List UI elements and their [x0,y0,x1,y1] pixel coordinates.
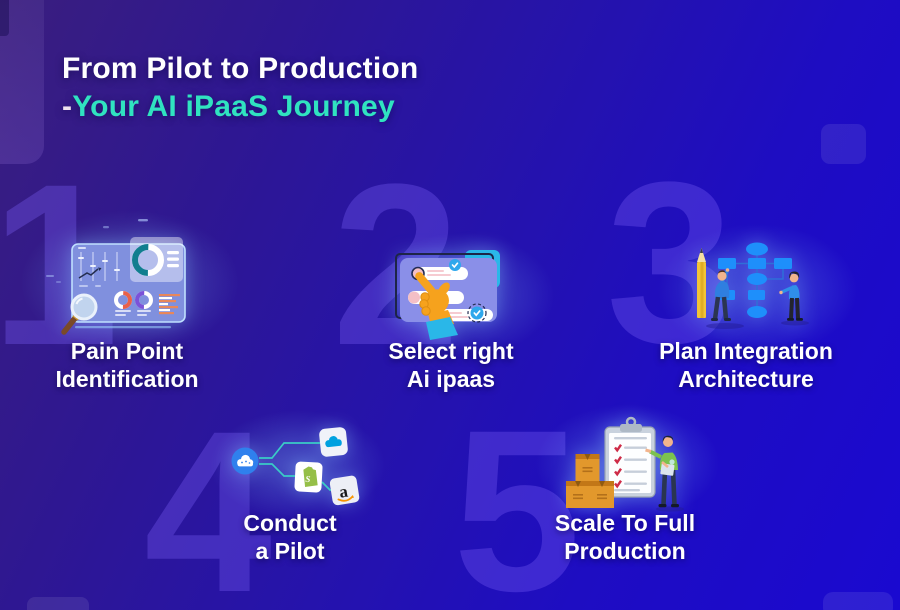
clipboard [604,416,656,498]
ground-shadow [656,506,684,512]
step-4-label-line1: Conduct [243,510,337,536]
title-dash: - [62,90,73,123]
salesforce-logo [325,436,342,448]
title-line2: -Your AI iPaaS Journey [62,88,418,126]
flowchart-diagram [718,242,792,318]
floating-dashes [46,219,148,283]
shopify-card: S [294,461,323,493]
trend-arrow [78,267,102,279]
step-5-label-line2: Production [564,538,686,564]
pointing-hand-icon [415,272,458,340]
planner-man [711,268,731,321]
step-1-label-line2: Identification [55,366,199,392]
ground-shadows [706,320,809,329]
amazon-card: a [329,475,360,506]
analytics-dashboard-magnifier-icon [46,219,186,335]
decor-rounded-rect-bottom-right [823,592,893,610]
step-2-label: Select right Ai ipaas [321,337,581,393]
donut-chart-card [130,237,183,282]
title-block: From Pilot to Production -Your AI iPaaS … [62,50,418,126]
salesforce-card [319,427,348,457]
step-2-label-line2: Ai ipaas [406,366,496,392]
flowchart-planning-people-icon [697,242,809,329]
axis-dashes [79,285,101,287]
pencil-icon [697,248,706,318]
step-1-label-line1: Pain Point [70,338,184,364]
title-line2-text: Your AI iPaaS Journey [72,90,395,123]
step-4-label: Conduct a Pilot [160,509,420,565]
decor-rounded-rect-bottom-left [27,597,89,610]
reviewer-woman [779,271,803,321]
shipping-boxes [566,454,614,508]
small-donut-charts [114,291,153,316]
shopify-logo [303,466,318,488]
step-1-label: Pain Point Identification [0,337,257,393]
cloud-node-icon [231,447,259,475]
decor-rounded-rect-top-left [0,0,44,164]
dashboard-panel [71,237,186,329]
box-bottom-right [590,481,614,508]
step-4-background-number: 4 [123,397,293,610]
title-line1: From Pilot to Production [62,52,419,85]
step-2-label-line1: Select right [388,338,514,364]
step-5-background-number: 5 [453,382,581,610]
box-bottom-left [566,481,590,508]
option-list-pointing-hand-icon [395,250,500,340]
decor-rounded-square-top-right [821,124,866,164]
decor-notch-top-left [0,0,9,36]
box-top [575,454,600,481]
slider-handles [78,247,120,271]
check-badge-2 [467,303,487,323]
step-3-label: Plan Integration Architecture [616,337,876,393]
checklist [614,437,647,492]
amazon-letter: a [338,481,350,501]
magnifier-icon [61,293,98,335]
step-4-label-line2: a Pilot [255,538,325,564]
step-3-label-line2: Architecture [678,366,814,392]
cloud-app-connections-icon: S a [231,427,360,506]
step-3-background-number: 3 [585,148,755,378]
horizontal-bar-chart [159,294,180,315]
clipboard-checklist-boxes-person-icon [566,416,684,512]
person-with-checklist [645,435,679,508]
check-badge-1 [449,259,461,271]
step-5-label-line1: Scale To Full [554,510,696,536]
step-5-label: Scale To Full Production [495,509,755,565]
sleeve-cuff [426,317,458,340]
step-3-label-line1: Plan Integration [659,338,833,364]
shopify-letter: S [305,474,311,484]
